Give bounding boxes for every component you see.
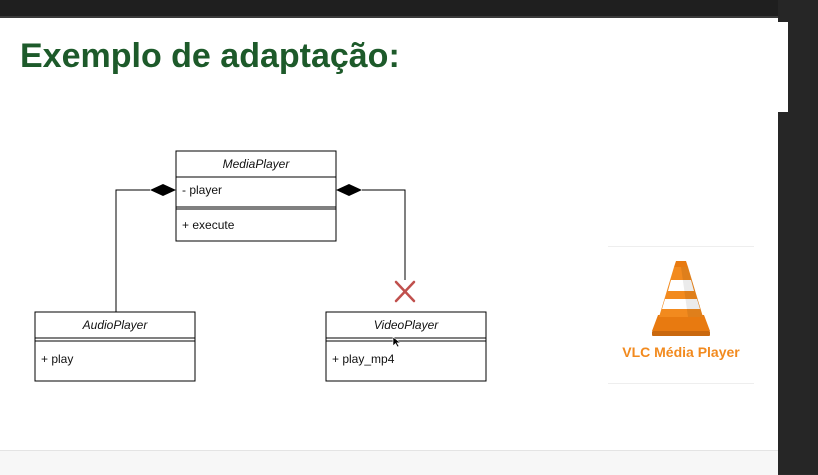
uml-class-diagram: MediaPlayer - player + execute AudioPlay… [34,150,487,382]
method-execute: + execute [182,218,235,232]
class-audio-player: AudioPlayer + play [34,311,196,382]
class-name-media-player: MediaPlayer [223,157,291,171]
method-play: + play [41,352,73,366]
vlc-logo-label: VLC Média Player [622,344,740,360]
cross-mark-icon [394,280,416,303]
class-name-video-player: VideoPlayer [374,318,439,332]
method-play-mp4: + play_mp4 [332,352,395,366]
window-top-bar [0,0,818,16]
slide-footer-area [0,450,778,475]
presentation-slide: Exemplo de adaptação: MediaPlayer - play… [0,18,778,450]
right-panel-strip [778,22,788,112]
composition-diamond-audio [150,184,176,196]
class-name-audio-player: AudioPlayer [82,318,149,332]
slide-title: Exemplo de adaptação: [20,37,400,75]
vlc-logo-card: VLC Média Player [608,246,754,384]
vlc-cone-icon [652,261,710,336]
composition-diamond-video [336,184,362,196]
composition-link-audio [115,189,150,312]
mouse-cursor-icon [392,336,402,348]
composition-link-video [362,189,406,280]
attribute-player: - player [182,183,222,197]
class-video-player: VideoPlayer + play_mp4 [325,311,487,382]
top-divider [0,16,780,18]
class-media-player: MediaPlayer - player + execute [175,150,337,242]
